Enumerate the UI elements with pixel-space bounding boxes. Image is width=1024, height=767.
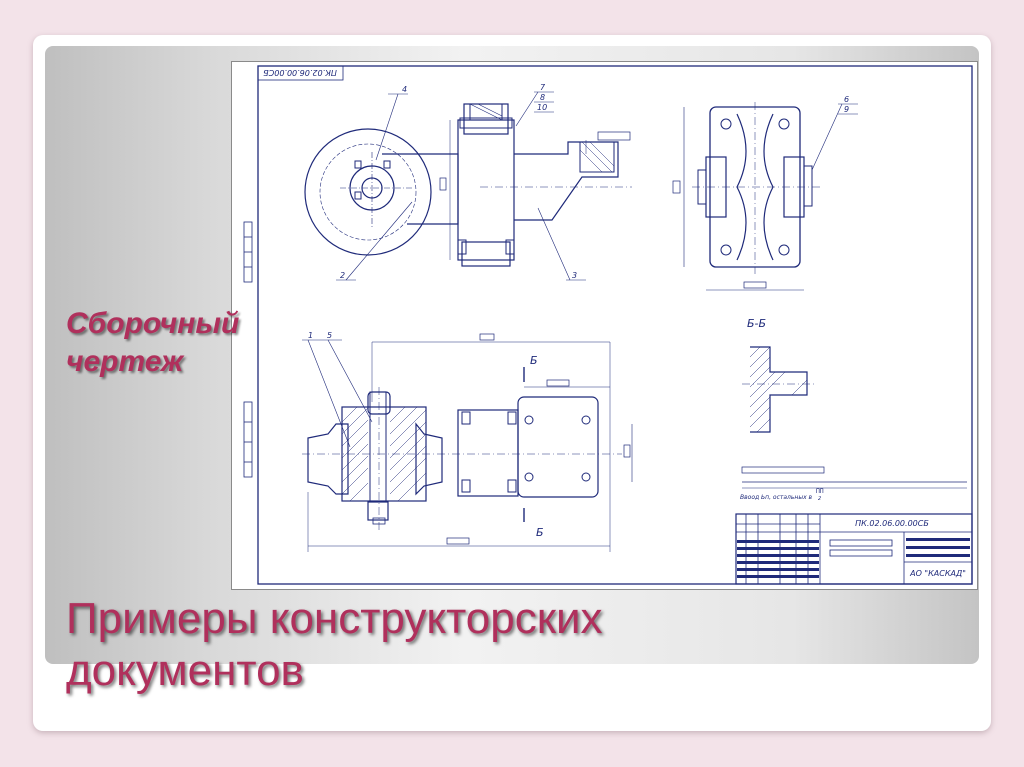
part-number-6: 6 — [844, 95, 849, 104]
view-top-right — [672, 102, 858, 291]
note-fraction-bottom: 2 — [818, 496, 821, 502]
binding-strips — [243, 221, 253, 478]
part-number-5: 5 — [327, 331, 332, 340]
part-number-4: 4 — [402, 85, 407, 94]
title-block — [735, 513, 973, 585]
title-block-fills — [737, 538, 970, 578]
view-top-left — [304, 91, 632, 281]
drawing-canvas: ПК.02.06.00.00СБ — [243, 65, 973, 585]
part-number-3: 3 — [572, 271, 577, 280]
title-line-1: Примеры конструкторских — [66, 594, 603, 643]
part-number-8: 8 — [540, 93, 545, 102]
cut-mark-bottom: Б — [536, 526, 544, 539]
subtitle-line-1: Сборочный — [66, 307, 240, 340]
part-number-9: 9 — [844, 105, 849, 114]
designation-box — [257, 65, 344, 81]
title-line-2: документов — [66, 646, 304, 695]
part-number-10: 10 — [537, 103, 547, 112]
notes-area — [741, 466, 967, 489]
part-number-1: 1 — [308, 331, 313, 340]
view-bottom-left — [302, 333, 633, 552]
section-view — [742, 346, 817, 433]
title-block-designation: ПК.02.06.00.00СБ — [855, 519, 929, 528]
part-number-7: 7 — [540, 83, 546, 92]
subtitle-line-2: чертеж — [66, 345, 184, 378]
assembly-drawing: ПК.02.06.00.00СБ — [231, 61, 978, 590]
slide-title: Примеры конструкторских документов — [66, 593, 826, 697]
section-label: Б-Б — [747, 317, 766, 330]
slide-subtitle: Сборочный чертеж — [66, 305, 306, 381]
sheet-frame — [257, 65, 973, 585]
note-fraction-top: ∏∏ — [816, 488, 824, 494]
part-number-2: 2 — [340, 271, 345, 280]
note-text: Ввоод Ьп, остальных в — [740, 494, 813, 501]
cut-mark-top: Б — [530, 354, 538, 367]
designation-rotated: ПК.02.06.00.00СБ — [263, 68, 337, 77]
organization-name: АО "КАСКАД" — [909, 569, 966, 578]
